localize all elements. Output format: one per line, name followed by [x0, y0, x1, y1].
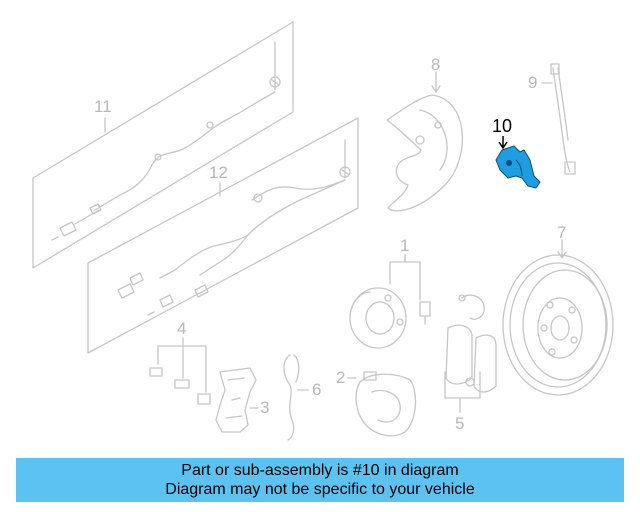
- splash-shield-8: [386, 71, 463, 212]
- callout-7[interactable]: 7: [557, 223, 567, 242]
- brake-rotor-7: [502, 239, 614, 396]
- brake-pads-5: [444, 294, 497, 413]
- callout-9[interactable]: 9: [528, 73, 538, 92]
- hub-assembly-1: [349, 254, 431, 349]
- caliper-2: [347, 371, 417, 437]
- wiring-harness-12: [87, 117, 359, 354]
- callout-8[interactable]: 8: [431, 55, 441, 74]
- callout-10[interactable]: 10: [492, 116, 513, 136]
- carrier-bracket-3: [215, 367, 259, 433]
- callout-1[interactable]: 1: [400, 236, 410, 255]
- rear-sensor-9: [541, 63, 576, 175]
- banner-line-disclaimer: Diagram may not be specific to your vehi…: [165, 481, 475, 498]
- guide-pins-4: [149, 337, 211, 405]
- banner-line-part: Part or sub-assembly is #10 in diagram: [181, 462, 459, 479]
- parts-diagram: [32, 21, 614, 441]
- abs-sensor-10: [495, 145, 541, 189]
- callout-3[interactable]: 3: [260, 398, 270, 417]
- callout-10-arrow: [498, 136, 508, 150]
- wiring-harness-11: [32, 21, 294, 269]
- callout-5[interactable]: 5: [455, 414, 465, 433]
- info-banner: Part or sub-assembly is #10 in diagram D…: [16, 458, 624, 502]
- spring-clip-6: [283, 354, 309, 441]
- callout-12[interactable]: 12: [209, 163, 228, 182]
- callout-11[interactable]: 11: [94, 97, 112, 116]
- callout-4[interactable]: 4: [177, 319, 187, 338]
- callout-6[interactable]: 6: [312, 380, 322, 399]
- callout-2[interactable]: 2: [336, 368, 346, 387]
